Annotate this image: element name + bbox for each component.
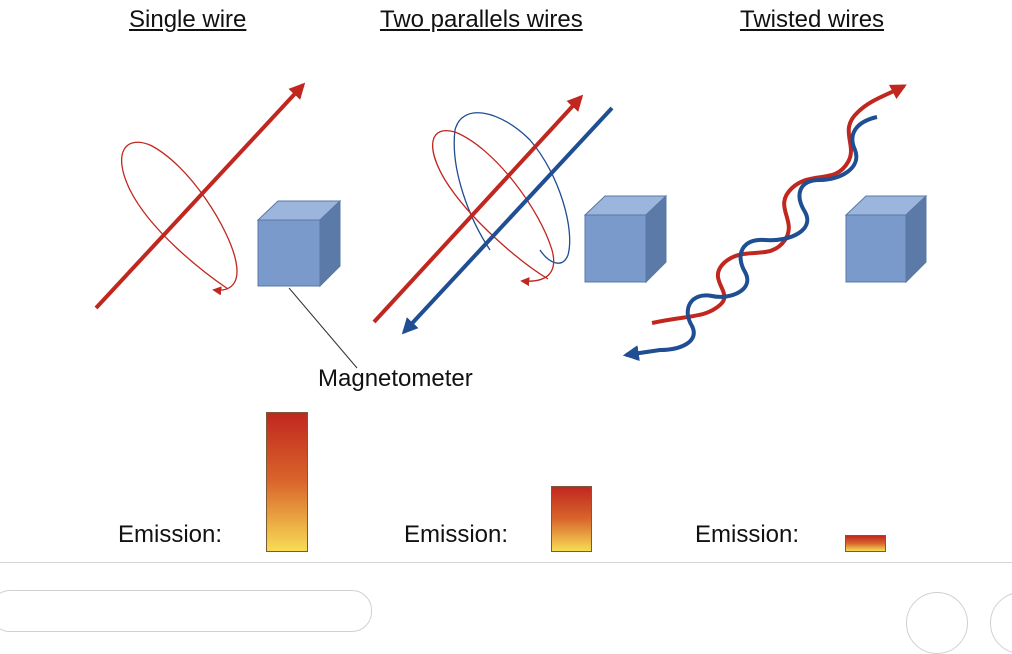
divider (0, 562, 1012, 563)
single-wire-red-current (94, 82, 306, 310)
parallel-wires-panel (372, 94, 614, 335)
emission-label-single: Emission: (118, 521, 223, 548)
twisted-blue-current (622, 115, 878, 362)
magnetometer-label: Magnetometer (318, 365, 473, 392)
heading-twisted-wires: Twisted wires (740, 6, 885, 33)
magnetometer-cube-1 (256, 199, 342, 288)
heading-single-wire: Single wire (129, 6, 247, 33)
input-pill[interactable] (0, 590, 372, 632)
emission-label-twisted: Emission: (695, 521, 800, 548)
magnetometer-cube-2 (583, 194, 668, 284)
parallel-blue-field-loop (453, 112, 571, 264)
single-wire-panel (94, 82, 306, 310)
round-button[interactable] (906, 592, 968, 654)
heading-two-parallel-wires: Two parallels wires (380, 6, 583, 33)
twisted-red-current (651, 84, 907, 325)
wire-emission-diagram: Single wire Two parallels wires Twisted … (0, 6, 1012, 654)
diagram-canvas (94, 82, 928, 369)
emission-bar-twisted (845, 535, 886, 552)
emission-bar-single (266, 412, 308, 552)
twisted-wires-panel (622, 84, 907, 362)
magnetometer-cube-3 (844, 194, 928, 284)
emission-bar-parallel (551, 486, 592, 552)
parallel-blue-current (401, 106, 614, 335)
parallel-red-field-loop (432, 130, 555, 287)
magnetometer-pointer-line (288, 287, 358, 369)
emission-label-parallel: Emission: (404, 521, 509, 548)
parallel-red-current (372, 94, 584, 324)
